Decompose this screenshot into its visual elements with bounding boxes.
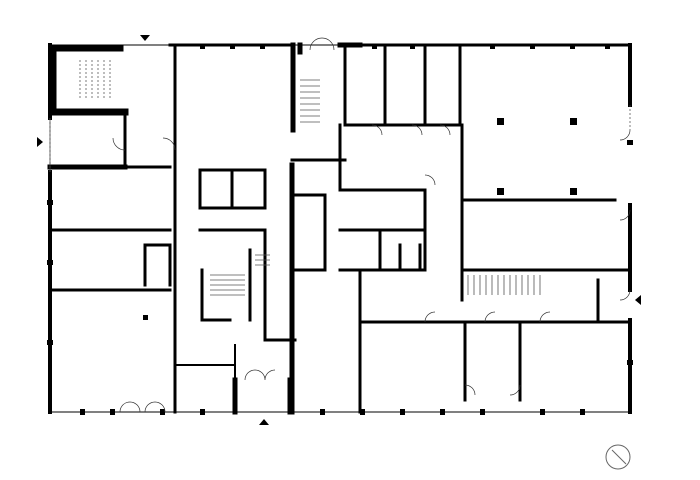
entrance-north-icon <box>140 35 150 41</box>
entrance-east-icon <box>635 295 641 305</box>
entrance-south-icon <box>259 419 269 425</box>
entrance-west-icon <box>37 137 43 147</box>
doors <box>49 37 631 413</box>
entrance-markers <box>37 35 641 425</box>
stairs <box>79 60 541 296</box>
interior-walls <box>48 43 632 414</box>
exterior-walls <box>47 42 632 415</box>
columns <box>47 44 633 415</box>
north-arrow-icon <box>605 444 631 470</box>
